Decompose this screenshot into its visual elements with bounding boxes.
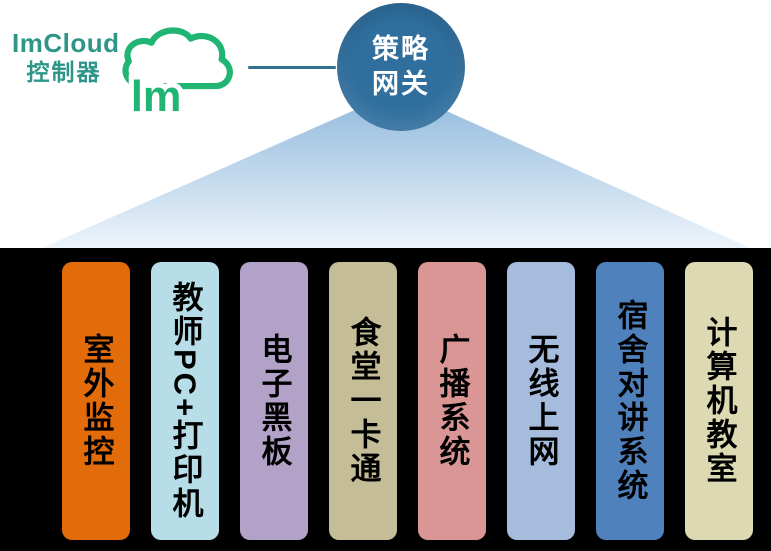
- cloud-logo-text: lm: [131, 73, 182, 116]
- device-column-computer-classroom: 计算机教室: [685, 262, 753, 540]
- brand-subtitle: 控制器: [26, 59, 102, 86]
- device-column-label: 无线上网: [523, 333, 559, 469]
- device-column-label: 宿舍对讲系统: [612, 299, 648, 503]
- device-column-label: 室外监控: [78, 333, 114, 469]
- imcloud-label: ImCloud 控制器: [12, 28, 120, 87]
- gateway-label-line2: 网关: [372, 69, 430, 99]
- device-column-outdoor-monitoring: 室外监控: [62, 262, 130, 540]
- device-column-label: 教师PC+打印机: [167, 280, 203, 522]
- brand-name: ImCloud: [12, 28, 120, 58]
- device-column-label: 广播系统: [434, 333, 470, 469]
- cloud-icon: lm: [122, 27, 233, 116]
- device-column-canteen-card: 食堂一卡通: [329, 262, 397, 540]
- gateway-label-line1: 策略: [372, 33, 430, 64]
- device-column-wireless-internet: 无线上网: [507, 262, 575, 540]
- device-column-broadcast-system: 广播系统: [418, 262, 486, 540]
- cloud-outline: [122, 27, 233, 90]
- device-columns: 室外监控 教师PC+打印机 电子黑板 食堂一卡通 广播系统 无线上网 宿舍对讲系…: [62, 262, 753, 540]
- policy-gateway-node: 策略 网关: [337, 3, 465, 131]
- device-column-dorm-intercom: 宿舍对讲系统: [596, 262, 664, 540]
- connector-line: [248, 66, 336, 69]
- device-column-teacher-pc-printer: 教师PC+打印机: [151, 262, 219, 540]
- device-column-label: 食堂一卡通: [345, 316, 381, 486]
- device-column-label: 电子黑板: [256, 333, 292, 469]
- device-column-e-blackboard: 电子黑板: [240, 262, 308, 540]
- device-column-label: 计算机教室: [701, 316, 737, 486]
- funnel-shape: [42, 90, 750, 248]
- funnel-triangle: [42, 90, 750, 248]
- devices-panel: 室外监控 教师PC+打印机 电子黑板 食堂一卡通 广播系统 无线上网 宿舍对讲系…: [0, 248, 771, 551]
